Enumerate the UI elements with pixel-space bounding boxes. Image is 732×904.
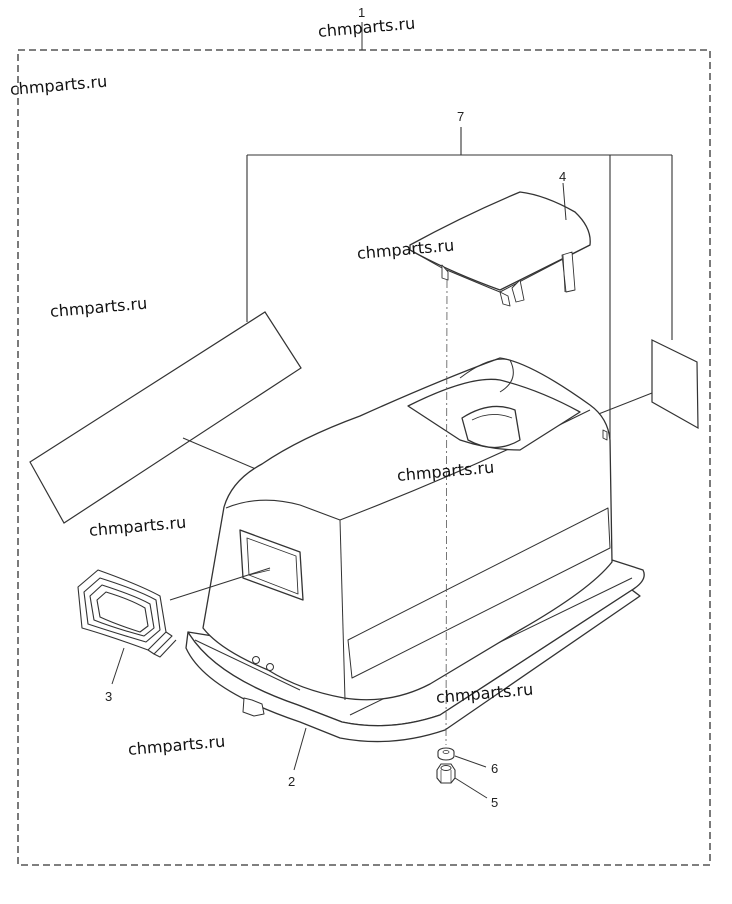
decal-right [651,339,699,430]
leader-3 [111,647,125,685]
leader-5 [454,777,488,799]
leader-2 [293,727,307,771]
air-grille [77,569,177,658]
center-line [445,279,448,746]
service-cover [409,191,591,307]
leader-4 [562,182,567,221]
leader-decal-right [595,392,653,416]
leader-grille [169,567,271,601]
callout-3: 3 [105,689,113,704]
washer [437,747,455,761]
callout-2: 2 [288,774,296,789]
nut [436,763,456,784]
leader-decal-left [182,437,259,471]
callout-7: 7 [457,109,465,124]
top-cowling [185,357,645,743]
callout-5: 5 [491,795,499,810]
assembly-boundary [17,49,711,866]
decal-left [29,311,302,524]
callout-6: 6 [491,761,499,776]
callout-1: 1 [358,5,366,20]
callout-4: 4 [559,169,567,184]
leader-6 [454,755,487,768]
